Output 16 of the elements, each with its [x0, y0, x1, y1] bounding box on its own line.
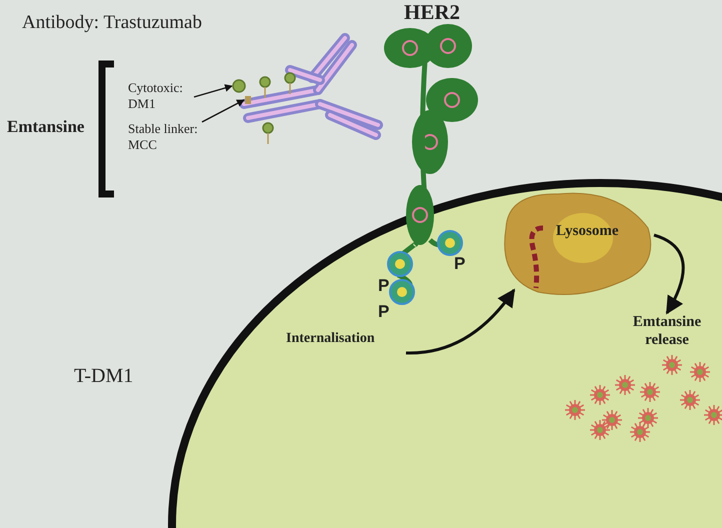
phosphate-label: P [378, 276, 390, 296]
arrow [654, 234, 685, 315]
arrow [194, 84, 233, 98]
arrow [406, 288, 516, 354]
phosphate-label: P [454, 254, 466, 274]
title-text: Antibody: Trastuzumab [22, 12, 202, 35]
process-label: Emtansine release [632, 313, 702, 349]
organelle-label: Lysosome [556, 222, 619, 240]
process-label: Internalisation [286, 331, 376, 348]
callout-text: Cytotoxic: DM1 [128, 80, 184, 112]
arrow [202, 99, 245, 123]
receptor-label: HER2 [404, 0, 460, 26]
phosphate-label: P [378, 302, 390, 322]
callout-text: Stable linker: MCC [128, 121, 199, 152]
drug-label: Emtansine [7, 117, 84, 138]
conjugate-label: T-DM1 [74, 364, 134, 388]
